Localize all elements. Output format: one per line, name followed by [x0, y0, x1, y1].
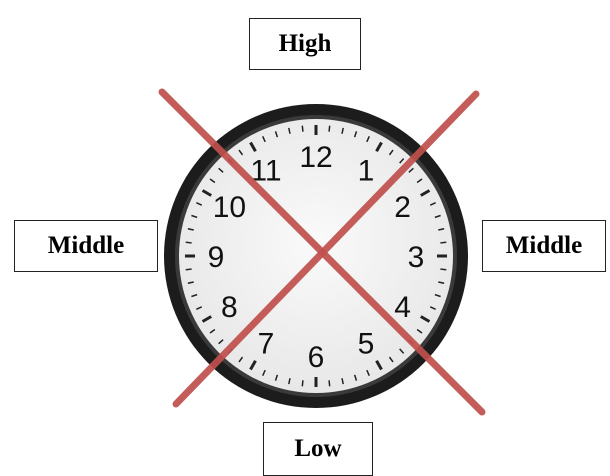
label-high: High [249, 18, 361, 70]
minute-tick [329, 126, 330, 132]
minute-tick [302, 126, 303, 132]
clock-numeral-7: 7 [258, 328, 275, 361]
minute-tick [440, 269, 446, 270]
clock-numeral-5: 5 [358, 328, 375, 361]
label-middle-left: Middle [14, 220, 158, 272]
clock-numeral-12: 12 [299, 141, 332, 174]
clock-numeral-3: 3 [408, 241, 425, 274]
clock-numeral-9: 9 [208, 241, 225, 274]
clock-numeral-2: 2 [394, 191, 411, 224]
clock-numeral-10: 10 [213, 191, 246, 224]
clock-numeral-1: 1 [358, 154, 375, 187]
clock-numeral-6: 6 [308, 341, 325, 374]
minute-tick [329, 380, 330, 386]
minute-tick [440, 242, 446, 243]
clock-numeral-8: 8 [221, 291, 238, 324]
label-middle-right: Middle [482, 220, 606, 272]
clock-numeral-4: 4 [394, 291, 411, 324]
minute-tick [186, 269, 192, 270]
minute-tick [186, 242, 192, 243]
minute-tick [302, 380, 303, 386]
label-low: Low [263, 422, 373, 476]
